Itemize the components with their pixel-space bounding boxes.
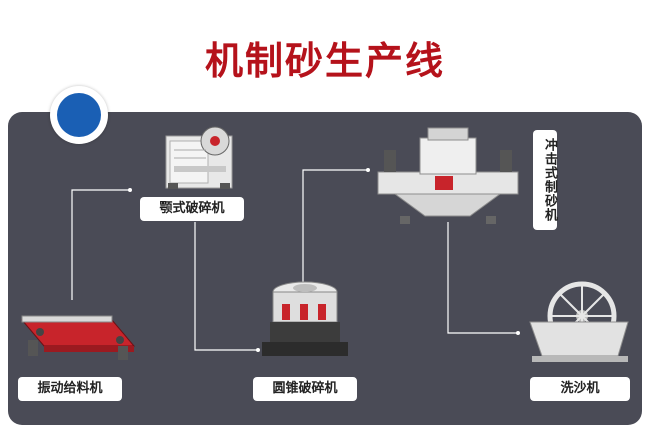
line-dot [256,348,260,352]
line-jaw-to-cone [194,222,258,351]
impact-sand-maker-image [377,127,519,224]
page-title: 机制砂生产线 [204,39,445,83]
cone-crusher-image [262,281,348,356]
label-impact-sand-maker: 冲击式制砂机 [533,130,557,230]
label-sand-washer: 洗沙机 [530,377,630,401]
line-cone-to-impact [302,169,368,282]
line-impact-to-washer [447,222,518,334]
line-dot [366,168,370,172]
badge [50,86,108,144]
line-dot [516,331,520,335]
line-dot [128,188,132,192]
jaw-crusher-image [165,126,233,189]
label-jaw-crusher: 颚式破碎机 [140,197,244,221]
line-feeder-to-jaw [71,189,130,300]
badge-dot [57,93,101,137]
sand-washer-image [529,281,629,362]
label-cone-crusher: 圆锥破碎机 [253,377,357,401]
vibrating-feeder-image [20,315,136,360]
label-vibrating-feeder: 振动给料机 [18,377,122,401]
